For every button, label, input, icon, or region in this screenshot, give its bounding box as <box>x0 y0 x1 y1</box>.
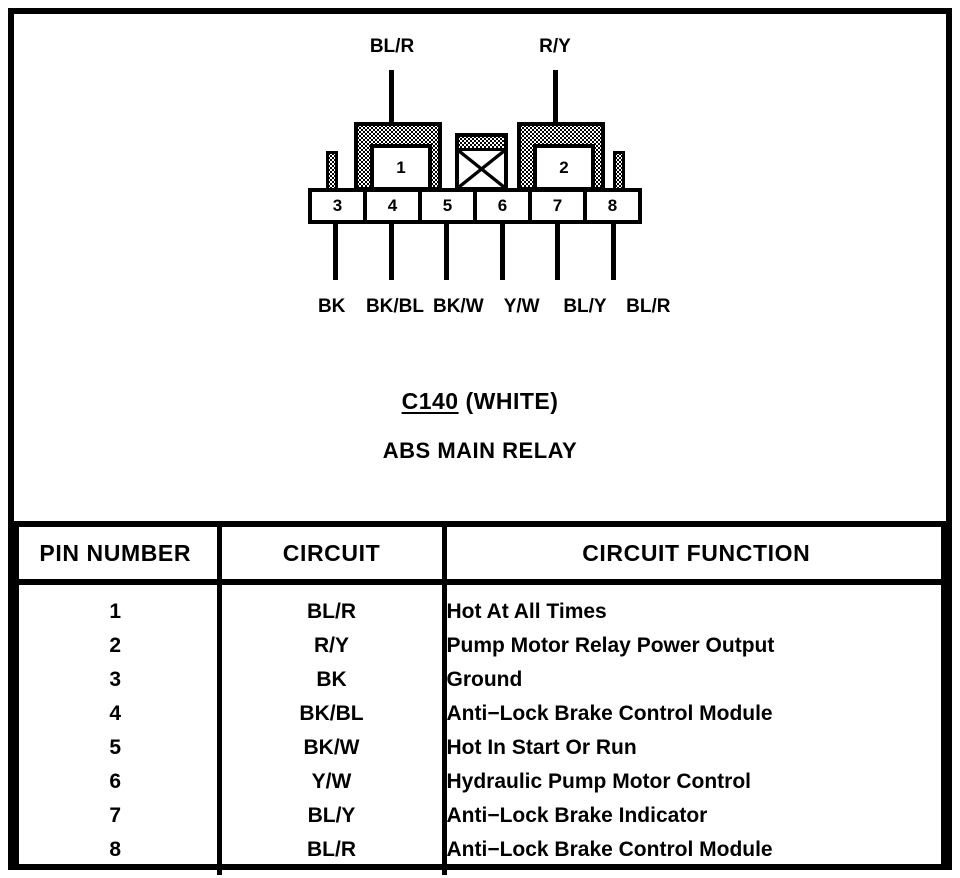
connector-id: C140 <box>401 388 459 414</box>
table-row: 5 BK/W Hot In Start Or Run <box>14 731 946 765</box>
cell-circuit-function: Anti−Lock Brake Indicator <box>446 804 708 827</box>
cell-pin-number: 3 <box>14 663 222 697</box>
cell-circuit: BL/Y <box>219 799 447 833</box>
connector-pin-3-number: 3 <box>332 196 343 215</box>
bottom-wire-label-pin3: BK <box>317 296 346 317</box>
bottom-wire-labels: BK BK/BL BK/W Y/W BL/Y BL/R <box>300 296 680 318</box>
cell-circuit-function: Anti−Lock Brake Control Module <box>446 838 773 861</box>
connector-pin-strip: 3 4 5 6 7 8 <box>308 188 642 224</box>
table-row: 3 BK Ground <box>14 663 946 697</box>
unused-cavity-x-icon <box>458 149 505 189</box>
unused-cavity-strip <box>459 137 504 151</box>
table-body: 1 BL/R Hot At All Times 2 R/Y Pump Motor… <box>14 582 946 875</box>
cell-circuit: BK/W <box>219 731 447 765</box>
connector-color: (WHITE) <box>465 388 559 414</box>
cell-pin-number: 1 <box>14 582 222 629</box>
table-left-border <box>14 521 19 870</box>
cell-circuit: R/Y <box>219 629 447 663</box>
column-header-pin-number: PIN NUMBER <box>14 521 222 585</box>
connector-diagram: BL/R R/Y 1 2 <box>0 36 960 463</box>
connector-pin-8: 8 <box>587 192 638 220</box>
cell-circuit-function: Hot At All Times <box>446 600 607 623</box>
connector-pin-6-number: 6 <box>497 196 508 215</box>
table-row: 4 BK/BL Anti−Lock Brake Control Module <box>14 697 946 731</box>
relay-terminal-2-body: 2 <box>533 144 595 191</box>
table-row: 1 BL/R Hot At All Times <box>14 582 946 629</box>
connector-id-caption: C140 (WHITE) <box>0 388 960 415</box>
connector-pin-7-number: 7 <box>552 196 563 215</box>
relay-terminal-2-number: 2 <box>559 157 569 177</box>
top-wire-lead-pin2 <box>553 70 558 138</box>
table-row: 2 R/Y Pump Motor Relay Power Output <box>14 629 946 663</box>
bottom-wire-lead-pin3 <box>333 224 338 280</box>
table-row: 7 BL/Y Anti−Lock Brake Indicator <box>14 799 946 833</box>
cell-pin-number: 5 <box>14 731 222 765</box>
table-bottom-border <box>14 864 946 870</box>
bottom-wire-label-pin6: Y/W <box>503 296 540 317</box>
connector-pin-8-number: 8 <box>607 196 618 215</box>
bottom-wire-label-pin7: BL/Y <box>563 296 607 317</box>
cell-circuit: BL/R <box>219 582 447 629</box>
table-right-border <box>941 521 946 870</box>
cell-pin-number: 4 <box>14 697 222 731</box>
column-header-circuit: CIRCUIT <box>219 521 447 585</box>
unused-cavity-box <box>455 133 508 191</box>
relay-terminal-1-shell: 1 <box>354 122 442 191</box>
top-wire-label-pin2: R/Y <box>539 36 571 57</box>
connector-pin-6: 6 <box>477 192 532 220</box>
connector-pin-4: 4 <box>367 192 422 220</box>
cell-circuit: Y/W <box>219 765 447 799</box>
pin-assignment-table: PIN NUMBER CIRCUIT CIRCUIT FUNCTION 1 BL… <box>14 521 946 875</box>
cell-pin-number: 2 <box>14 629 222 663</box>
relay-terminal-1-body: 1 <box>370 144 432 191</box>
cell-pin-number: 7 <box>14 799 222 833</box>
cell-circuit: BK/BL <box>219 697 447 731</box>
relay-terminal-1-number: 1 <box>396 157 406 177</box>
column-header-circuit-function: CIRCUIT FUNCTION <box>444 521 946 585</box>
bottom-wire-label-pin8: BL/R <box>626 296 671 317</box>
bottom-wire-lead-pin5 <box>444 224 449 280</box>
bottom-wire-label-pin5: BK/W <box>432 296 484 317</box>
connector-pin-7: 7 <box>532 192 587 220</box>
locking-tab-right <box>613 151 625 191</box>
cell-circuit-function: Hydraulic Pump Motor Control <box>446 770 752 793</box>
cell-circuit-function: Anti−Lock Brake Control Module <box>446 702 773 725</box>
table-header-row: PIN NUMBER CIRCUIT CIRCUIT FUNCTION <box>14 521 946 585</box>
cell-circuit-function: Pump Motor Relay Power Output <box>446 634 775 657</box>
cell-circuit-function: Hot In Start Or Run <box>446 736 637 759</box>
bottom-wire-lead-pin6 <box>500 224 505 280</box>
bottom-wire-lead-pin7 <box>555 224 560 280</box>
bottom-wire-lead-pin8 <box>611 224 616 280</box>
relay-terminal-2-shell: 2 <box>517 122 605 191</box>
cell-circuit-function: Ground <box>446 668 523 691</box>
bottom-wire-label-pin4: BK/BL <box>365 296 425 317</box>
cell-pin-number: 6 <box>14 765 222 799</box>
cell-circuit: BK <box>219 663 447 697</box>
top-wire-lead-pin1 <box>389 70 394 138</box>
table-row: 6 Y/W Hydraulic Pump Motor Control <box>14 765 946 799</box>
top-wire-label-pin1: BL/R <box>369 36 415 57</box>
connector-pin-5: 5 <box>422 192 477 220</box>
connector-pin-3: 3 <box>312 192 367 220</box>
connector-pin-4-number: 4 <box>387 196 398 215</box>
locking-tab-left <box>326 151 338 191</box>
connector-name-caption: ABS MAIN RELAY <box>382 438 578 463</box>
connector-pin-5-number: 5 <box>442 196 453 215</box>
pin-table-container: PIN NUMBER CIRCUIT CIRCUIT FUNCTION 1 BL… <box>14 521 946 875</box>
bottom-wire-lead-pin4 <box>389 224 394 280</box>
